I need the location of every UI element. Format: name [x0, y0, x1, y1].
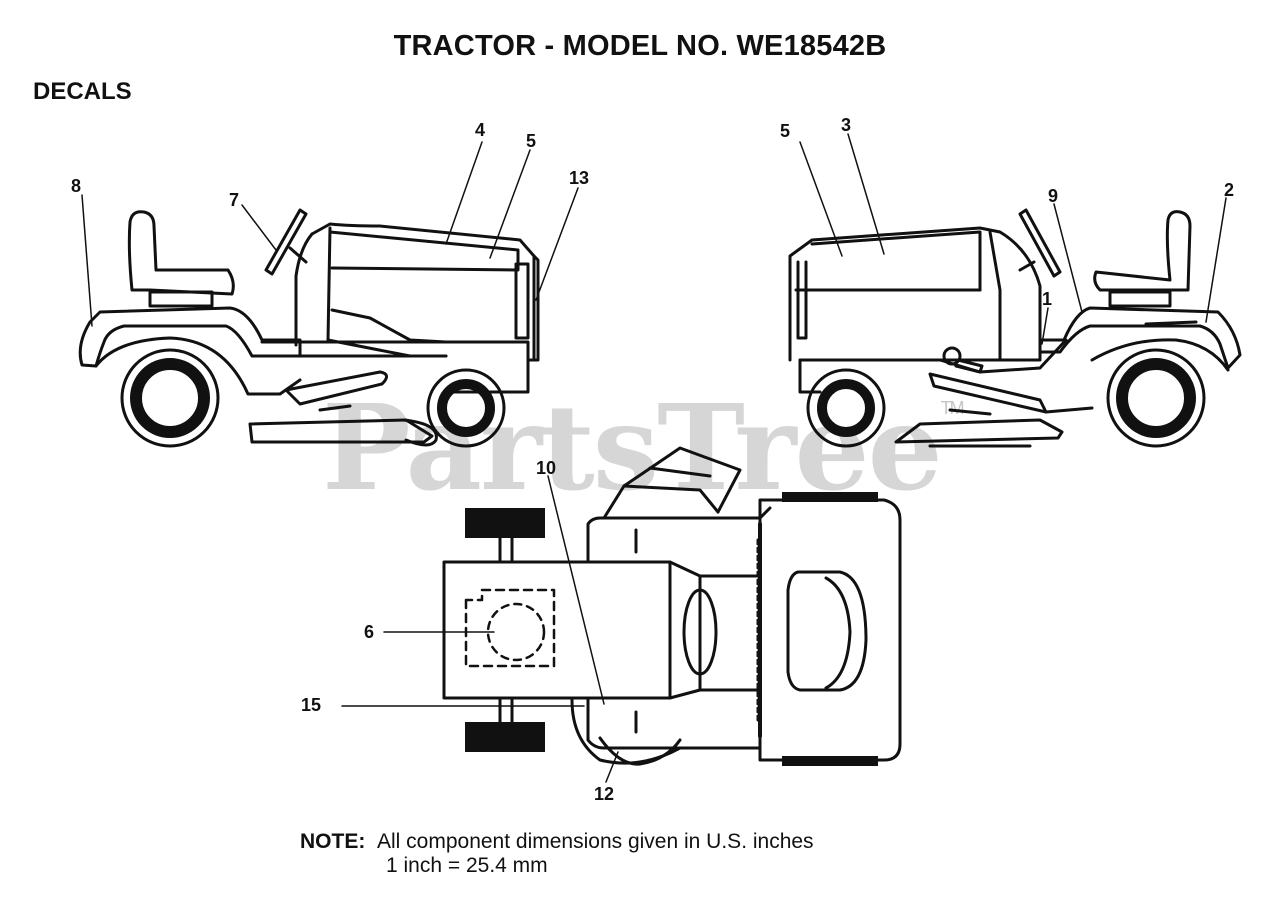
section-heading: DECALS: [33, 78, 132, 105]
note-line-1: All component dimensions given in U.S. i…: [377, 830, 814, 853]
tractor-right-side-view: [788, 208, 1242, 448]
callout-5-right: 5: [780, 121, 791, 141]
leader-lines: [81, 133, 1227, 783]
callout-13: 13: [569, 168, 590, 188]
callout-5-left: 5: [526, 131, 537, 151]
watermark-tm: TM: [940, 398, 965, 418]
callout-6: 6: [364, 622, 375, 642]
callout-4: 4: [475, 120, 486, 140]
callout-2: 2: [1224, 180, 1235, 200]
callout-8: 8: [71, 176, 82, 196]
callout-3: 3: [841, 115, 852, 135]
callout-9: 9: [1048, 186, 1059, 206]
page-title: TRACTOR - MODEL NO. WE18542B: [393, 30, 887, 62]
callout-12: 12: [594, 784, 615, 804]
tractor-left-side-view: [78, 208, 540, 448]
callout-7: 7: [229, 190, 240, 210]
tractor-top-view: [442, 446, 902, 766]
note-line-2: 1 inch = 25.4 mm: [386, 854, 548, 877]
note-label: NOTE:: [300, 830, 366, 853]
callout-15: 15: [301, 695, 322, 715]
callout-1: 1: [1042, 289, 1053, 309]
callout-10: 10: [536, 458, 557, 478]
dimension-note: NOTE: All component dimensions given in …: [300, 830, 814, 878]
